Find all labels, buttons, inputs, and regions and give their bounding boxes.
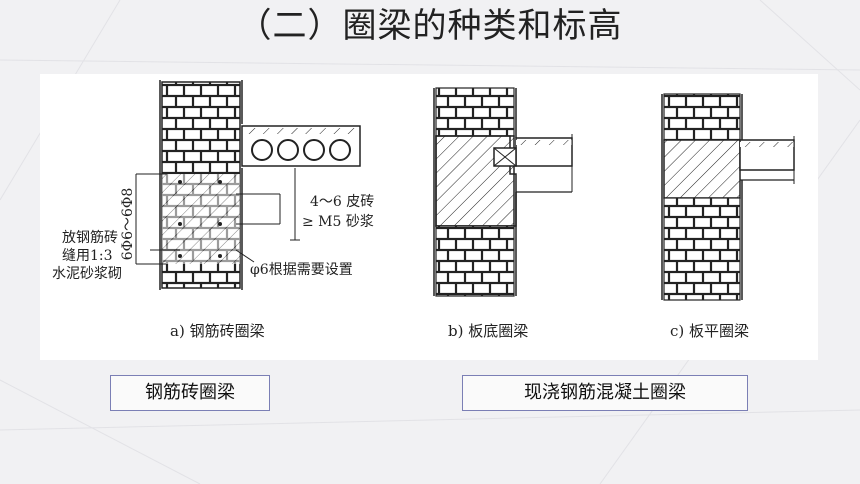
panel-a-caption: a) 钢筋砖圈梁 [170, 322, 265, 340]
panel-a-note-left-1: 放钢筋砖 [62, 229, 118, 246]
panel-c-caption: c) 板平圈梁 [670, 322, 749, 340]
panel-a-note-bottom: φ6根据需要设置 [250, 262, 353, 278]
panel-a-note-left-2: 缝用1:3 [62, 248, 113, 264]
panel-a-note-right-2: ≥ M5 砂浆 [302, 214, 374, 230]
label-cast-in-place-ring-beam: 现浇钢筋混凝土圈梁 [462, 375, 748, 411]
panel-a-note-right-1: 4～6 皮砖 [310, 194, 374, 210]
panel-b-drawing: b) 板底圈梁 [433, 87, 573, 340]
panel-c-drawing: c) 板平圈梁 [661, 93, 795, 340]
label-brick-ring-beam: 钢筋砖圈梁 [110, 375, 270, 411]
ring-beam-figure: 6Φ6～6Φ8 放钢筋砖 缝用1:3 水泥砂浆砌 4～6 皮砖 ≥ M5 砂浆 … [40, 74, 818, 360]
panel-a-drawing: 6Φ6～6Φ8 放钢筋砖 缝用1:3 水泥砂浆砌 4～6 皮砖 ≥ M5 砂浆 … [52, 80, 374, 340]
panel-b-caption: b) 板底圈梁 [448, 322, 528, 340]
panel-a-note-left-3: 水泥砂浆砌 [52, 266, 122, 282]
panel-a-rebar-spec: 6Φ6～6Φ8 [120, 188, 136, 261]
page-title: （二）圈梁的种类和标高 [237, 6, 623, 46]
